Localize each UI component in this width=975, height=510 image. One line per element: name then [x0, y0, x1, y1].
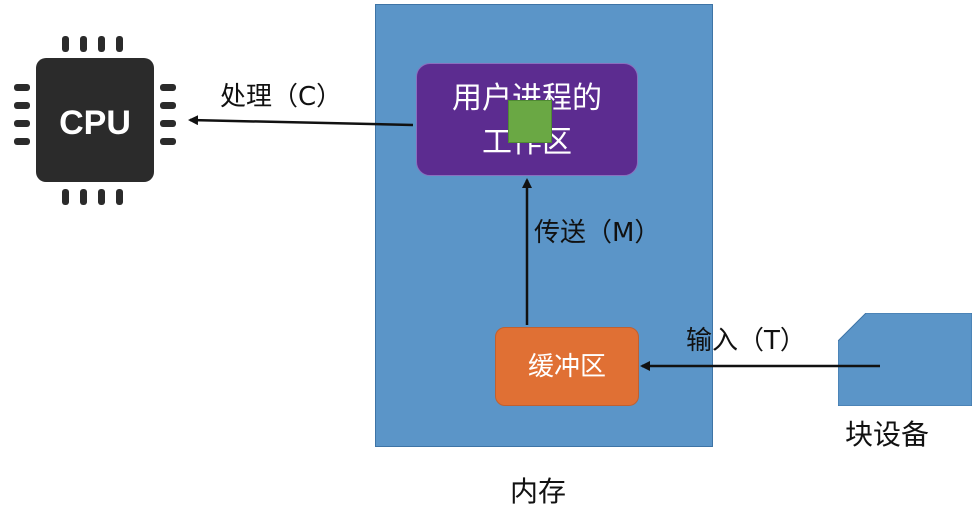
data-block-marker: [508, 100, 552, 143]
edge-label-input: 输入（T）: [686, 326, 806, 356]
edge-label-transfer: 传送（M）: [534, 218, 661, 248]
block-device-icon: [838, 313, 972, 406]
block-device-label: 块设备: [845, 418, 930, 451]
edge-label-process: 处理（C）: [220, 82, 343, 112]
buffer-label: 缓冲区: [527, 352, 606, 382]
cpu-label: CPU: [59, 104, 131, 142]
buffer-box: 缓冲区: [495, 327, 639, 406]
cpu-chip-icon: CPU: [14, 36, 176, 205]
user-process-workspace: 用户进程的 工作区: [416, 63, 638, 176]
memory-label: 内存: [510, 475, 567, 508]
